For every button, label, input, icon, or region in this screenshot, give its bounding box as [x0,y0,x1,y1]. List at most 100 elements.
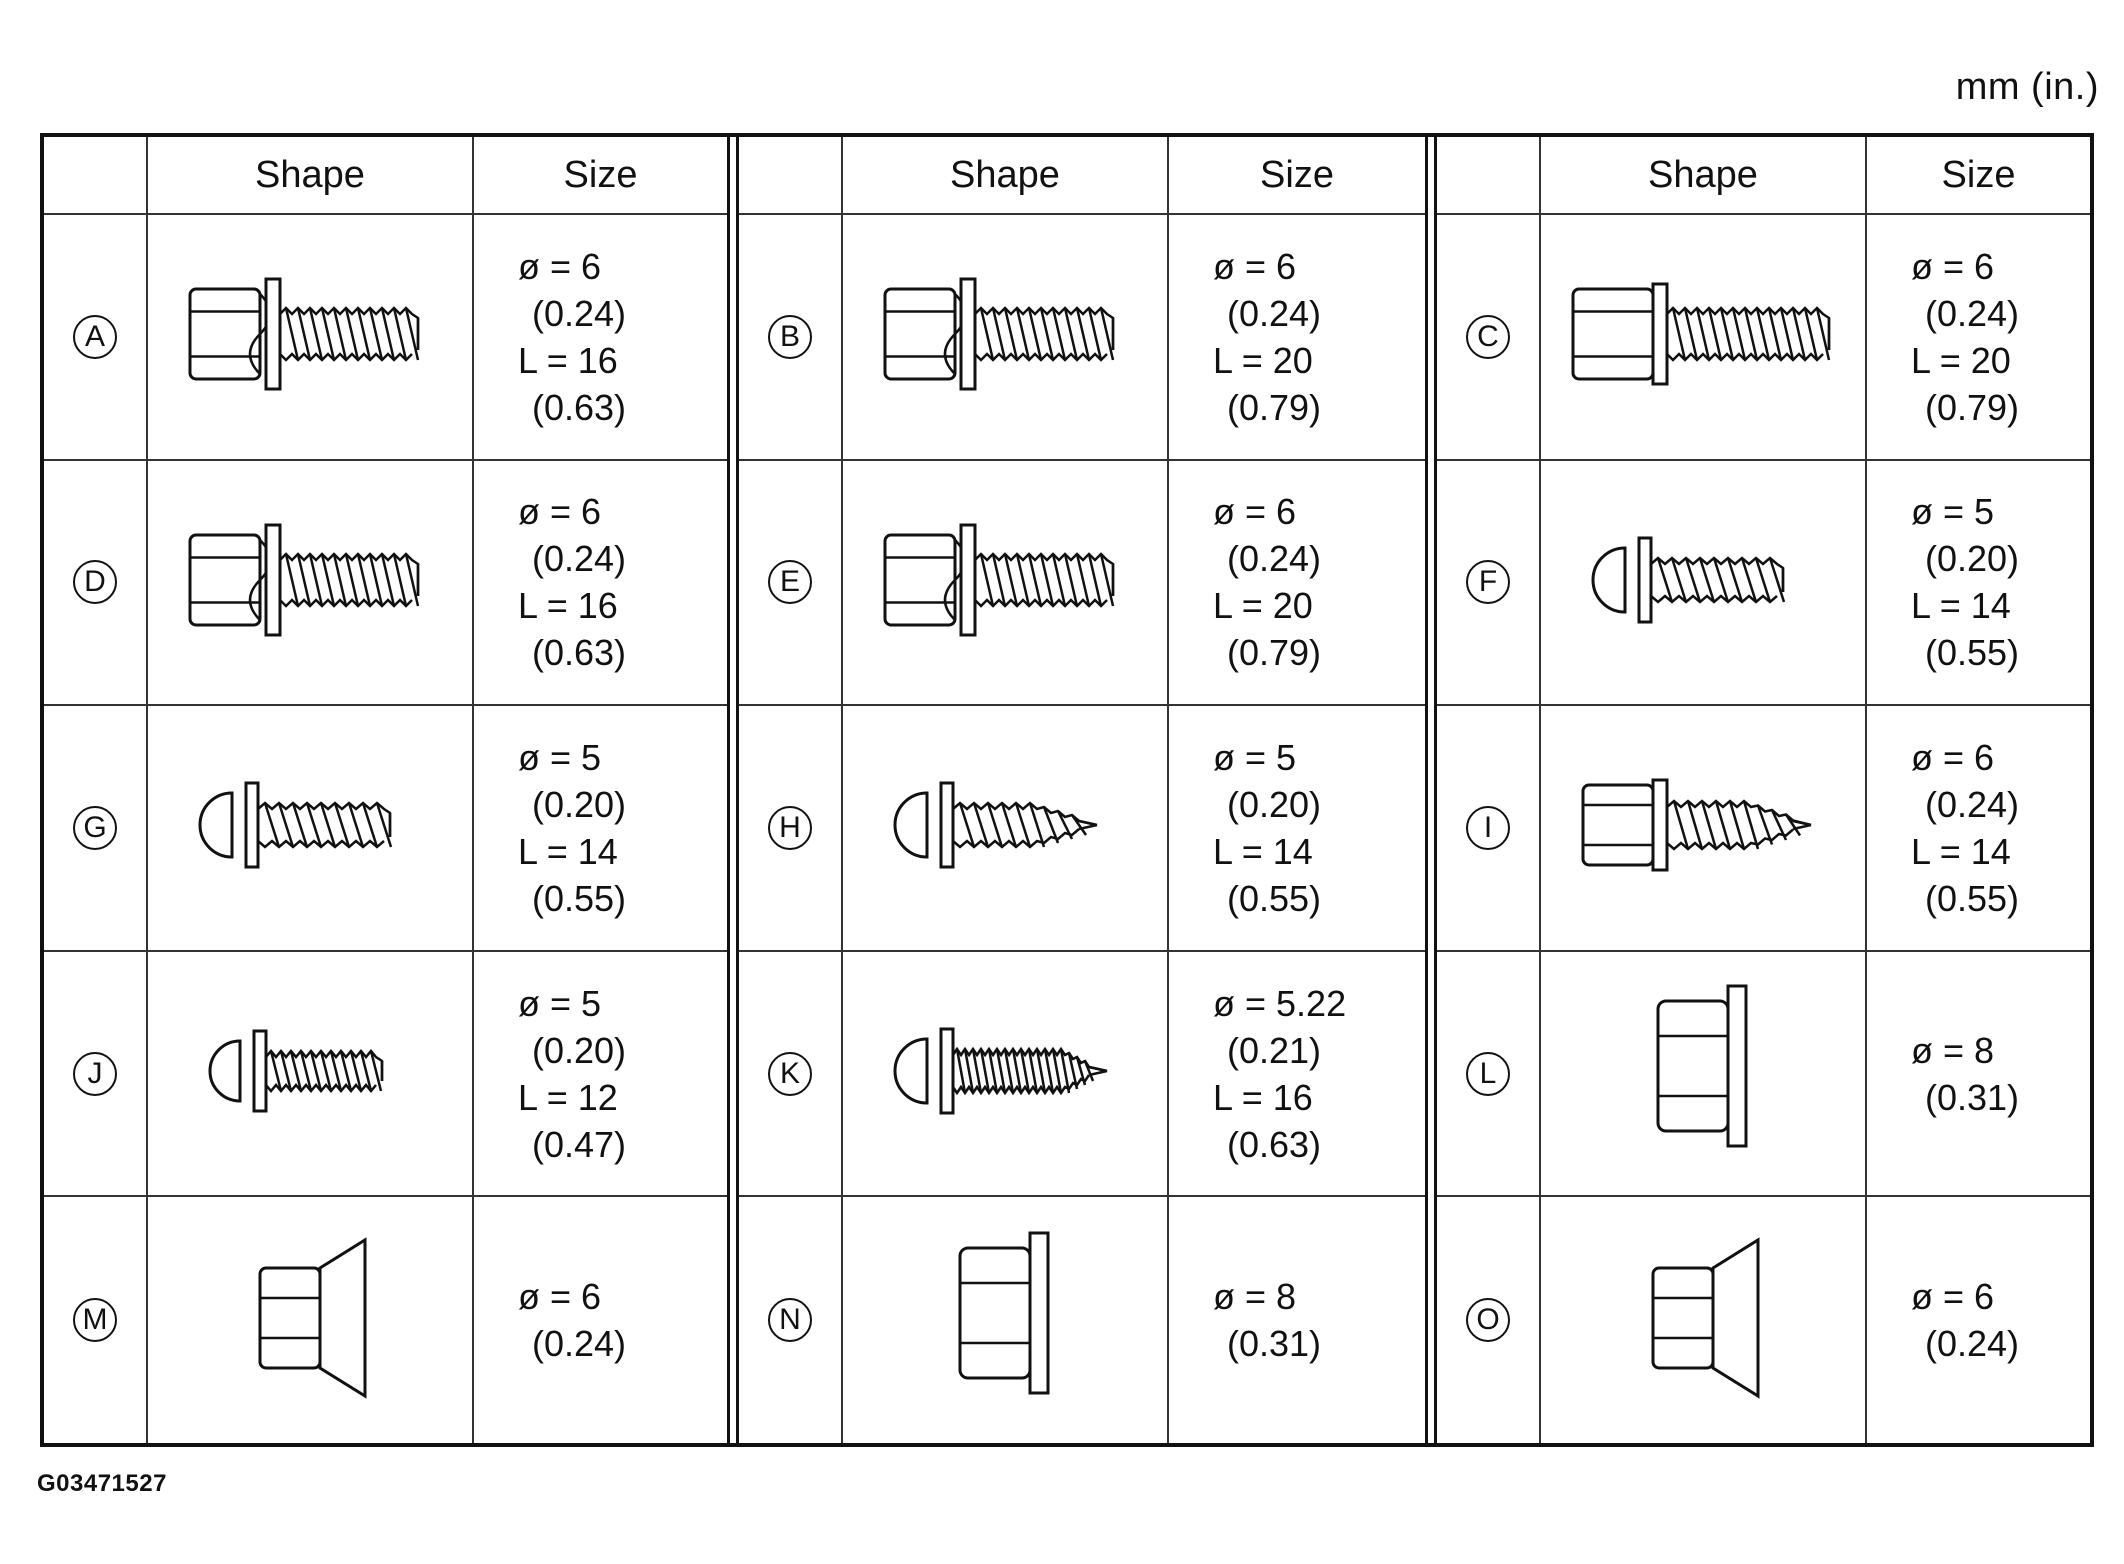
header-blank [44,137,148,215]
circled-letter-label: D [73,560,117,605]
shape-cell [148,951,474,1198]
circled-letter-label: J [73,1051,117,1096]
size-cell: ø = 6(0.24)L = 14(0.55) [1867,706,2090,952]
length-in: (0.79) [1925,386,2020,428]
pan-head-trilobe-screw-icon [160,715,460,940]
size-cell: ø = 6(0.24) [474,1197,727,1443]
diameter-mm: ø = 5 [518,982,602,1024]
size-cell: ø = 6(0.24)L = 20(0.79) [1169,215,1425,461]
size-cell: ø = 6(0.24)L = 20(0.79) [1867,215,2090,461]
diameter-mm: ø = 6 [518,245,602,287]
length-in: (0.63) [1227,1123,1322,1165]
shape-cell [843,460,1169,707]
tapered-flange-nut-icon [160,1208,460,1433]
size-cell: ø = 6(0.24) [1867,1197,2090,1443]
row-label-cell: C [1437,215,1541,461]
tapered-flange-nut-icon [1553,1208,1853,1433]
shape-cell [148,706,474,952]
pan-head-fine-tapping-screw-icon [855,961,1155,1186]
size-cell: ø = 5 (0.20) L = 14 (0.55) [474,706,727,952]
size-cell: ø = 5 (0.20) L = 14 (0.55) [1867,461,2090,707]
figure-code: G03471527 [37,1470,167,1497]
circled-letter-label: M [73,1298,117,1343]
length-mm: L = 14 [1911,585,2011,627]
row-label-cell: H [739,706,843,952]
shape-cell [843,215,1169,461]
shape-cell [1541,460,1867,707]
shape-cell [843,706,1169,952]
shape-cell [1541,1197,1867,1443]
length-mm: L = 20 [1911,339,2011,381]
length-mm: L = 16 [518,585,618,627]
row-label-cell: J [44,951,148,1198]
shape-cell [148,215,474,461]
diameter-in: (0.20) [1925,538,2020,580]
header-shape: Shape [148,137,474,215]
diameter-in: (0.20) [532,1029,627,1071]
diameter-in: (0.24) [532,292,627,334]
flange-tapping-bolt-icon [1553,715,1853,940]
shape-cell [1541,706,1867,952]
diameter-mm: ø = 5 [1213,736,1297,778]
diameter-in: (0.31) [1925,1076,2020,1118]
length-in: (0.63) [532,386,627,428]
circled-letter-label: A [73,314,117,359]
shape-cell [148,460,474,707]
row-label-cell: N [739,1197,843,1443]
diameter-mm: ø = 6 [1213,491,1297,533]
row-label-cell: B [739,215,843,461]
diameter-mm: ø = 5 [518,736,602,778]
circled-letter-label: C [1466,314,1510,359]
row-label-cell: L [1437,951,1541,1198]
diameter-in: (0.21) [1227,1029,1322,1071]
shape-cell [1541,215,1867,461]
flange-bolt-washer-icon [855,224,1155,449]
diameter-in: (0.20) [1227,783,1322,825]
length-in: (0.55) [1227,877,1322,919]
diameter-in: (0.20) [532,783,627,825]
diameter-mm: ø = 6 [518,1276,602,1318]
diameter-mm: ø = 5.22 [1213,982,1347,1024]
header-shape: Shape [1541,137,1867,215]
row-label-cell: O [1437,1197,1541,1443]
diameter-mm: ø = 8 [1911,1029,1995,1071]
length-in: (0.63) [532,632,627,674]
row-label-cell: K [739,951,843,1198]
flange-bolt-washer-icon [855,470,1155,695]
length-in: (0.79) [1227,632,1322,674]
length-in: (0.55) [532,877,627,919]
circled-letter-label: E [768,560,812,605]
header-shape: Shape [843,137,1169,215]
header-blank [1437,137,1541,215]
length-in: (0.55) [1925,632,2020,674]
diameter-mm: ø = 5 [1911,491,1995,533]
circled-letter-label: L [1466,1051,1510,1096]
length-in: (0.79) [1227,386,1322,428]
diameter-mm: ø = 6 [1911,1276,1995,1318]
diameter-mm: ø = 6 [518,491,602,533]
diameter-mm: ø = 6 [1911,736,1995,778]
diameter-mm: ø = 8 [1213,1276,1297,1318]
shape-cell [148,1197,474,1443]
diameter-in: (0.24) [1925,783,2020,825]
size-cell: ø = 5(0.20)L = 14(0.55) [1169,706,1425,952]
flange-bolt-washer-icon [160,470,460,695]
header-size: Size [1867,137,2090,215]
size-cell: ø = 6(0.24)L = 20(0.79) [1169,461,1425,707]
length-mm: L = 14 [518,830,618,872]
header-blank [739,137,843,215]
pan-head-screw-icon [160,961,460,1186]
flange-nut-icon [855,1208,1155,1433]
circled-letter-label: H [768,805,812,850]
row-label-cell: I [1437,706,1541,952]
row-label-cell: E [739,460,843,707]
diameter-mm: ø = 6 [1213,245,1297,287]
length-mm: L = 20 [1213,585,1313,627]
diameter-in: (0.24) [1227,292,1322,334]
flange-bolt-washer-icon [160,224,460,449]
flange-nut-icon [1553,961,1853,1186]
diameter-in: (0.24) [532,538,627,580]
